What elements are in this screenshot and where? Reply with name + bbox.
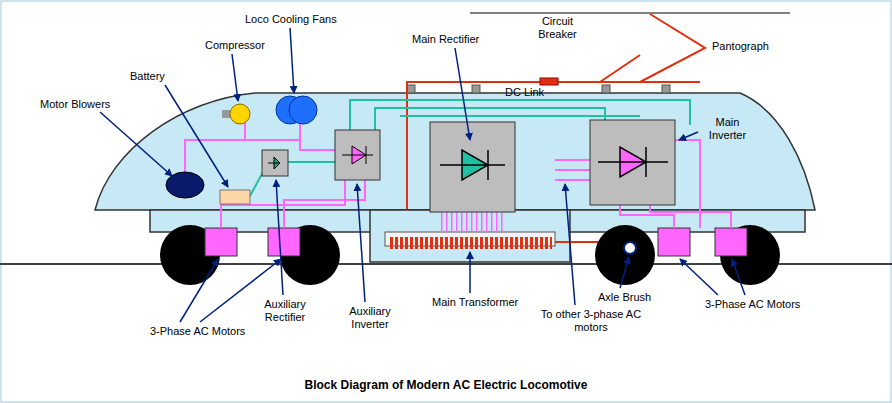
part-label: To other 3-phase AC motors [540,308,642,334]
part-label: Compressor [205,39,265,52]
part-label: 3-Phase AC Motors [150,325,245,338]
part-label: Main Rectifier [412,33,479,46]
part-label: Auxiliary Inverter [340,305,400,331]
part-label: Battery [130,70,165,83]
part-label: Circuit Breaker [530,15,585,41]
part-label: DC Link [505,86,544,99]
part-label: 3-Phase AC Motors [705,298,800,311]
part-label: Auxiliary Rectifier [255,298,315,324]
diagram-title: Block Diagram of Modern AC Electric Loco… [0,378,892,392]
part-label: Motor Blowers [40,98,110,111]
part-label: Pantograph [712,40,769,53]
part-label: Main Transformer [432,296,518,309]
part-label: Loco Cooling Fans [245,13,337,26]
part-label: Axle Brush [598,291,651,304]
part-label: Main Inverter [700,116,755,142]
